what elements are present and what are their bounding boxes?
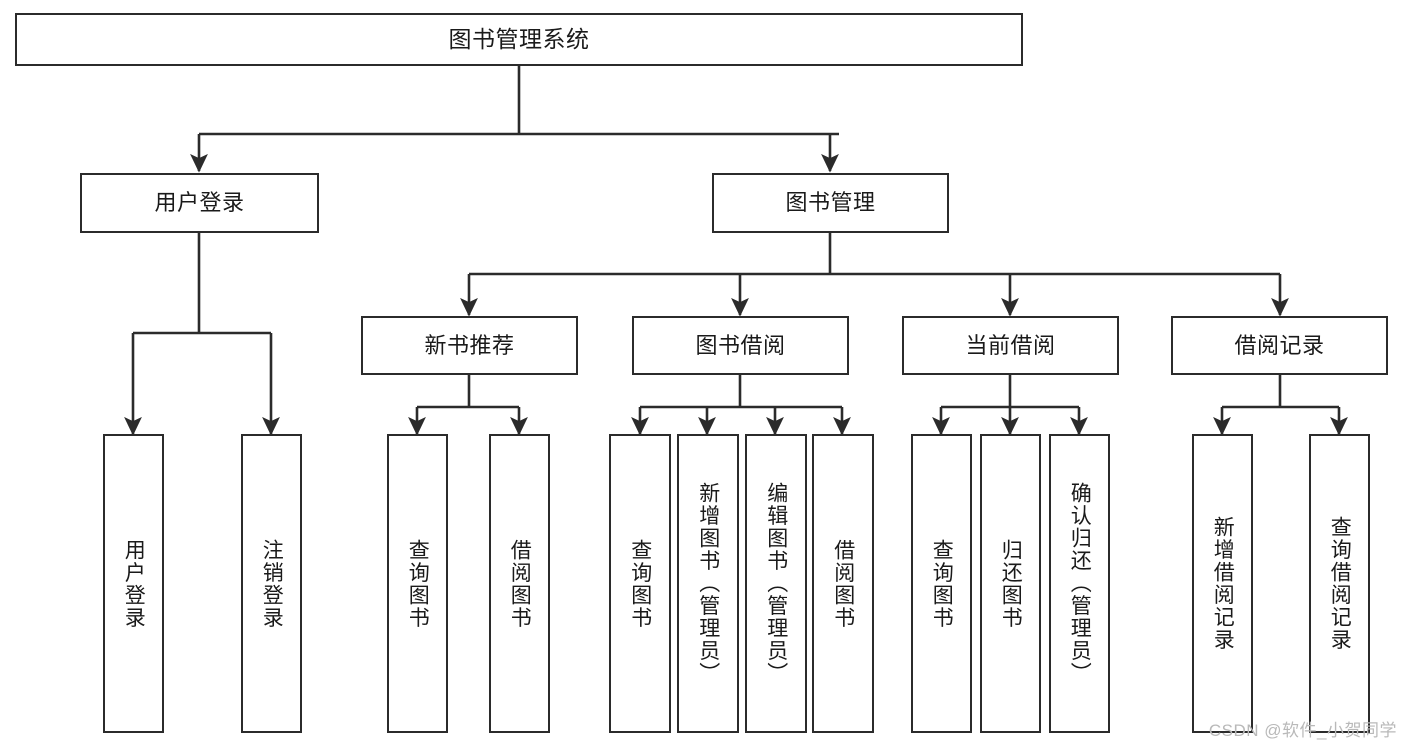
node-user-login[interactable]: 用户登录 <box>80 173 319 233</box>
node-current-borrow-label: 当前借阅 <box>965 332 1056 358</box>
node-new-book-recommend[interactable]: 新书推荐 <box>361 316 578 375</box>
node-leaf-query-book-2[interactable]: 查询图书 <box>609 434 671 733</box>
node-leaf-query-book-2-label: 查询图书 <box>628 538 652 629</box>
node-borrow-record[interactable]: 借阅记录 <box>1171 316 1388 375</box>
node-leaf-edit-book-label: 编辑图书（管理员） <box>764 482 788 685</box>
node-leaf-add-book[interactable]: 新增图书（管理员） <box>677 434 739 733</box>
node-user-login-label: 用户登录 <box>154 190 245 216</box>
node-leaf-query-book-1[interactable]: 查询图书 <box>387 434 448 733</box>
node-leaf-borrow-book-1[interactable]: 借阅图书 <box>489 434 550 733</box>
node-book-borrow[interactable]: 图书借阅 <box>632 316 849 375</box>
node-leaf-confirm-return[interactable]: 确认归还（管理员） <box>1049 434 1110 733</box>
node-leaf-add-record[interactable]: 新增借阅记录 <box>1192 434 1253 733</box>
node-leaf-user-login[interactable]: 用户登录 <box>103 434 164 733</box>
node-leaf-logout[interactable]: 注销登录 <box>241 434 302 733</box>
node-current-borrow[interactable]: 当前借阅 <box>902 316 1119 375</box>
csdn-watermark: CSDN @软件_小贺同学 <box>1208 721 1397 740</box>
node-leaf-edit-book[interactable]: 编辑图书（管理员） <box>745 434 807 733</box>
node-book-management[interactable]: 图书管理 <box>712 173 949 233</box>
node-leaf-add-record-label: 新增借阅记录 <box>1211 516 1235 651</box>
node-leaf-borrow-book-1-label: 借阅图书 <box>508 538 532 629</box>
node-book-management-label: 图书管理 <box>785 190 876 216</box>
node-root[interactable]: 图书管理系统 <box>15 13 1023 66</box>
node-leaf-user-login-label: 用户登录 <box>122 538 146 629</box>
node-book-borrow-label: 图书借阅 <box>695 332 786 358</box>
node-leaf-confirm-return-label: 确认归还（管理员） <box>1068 482 1092 685</box>
node-leaf-query-book-3-label: 查询图书 <box>930 538 954 629</box>
node-new-book-recommend-label: 新书推荐 <box>424 332 515 358</box>
node-root-label: 图书管理系统 <box>448 25 590 52</box>
node-borrow-record-label: 借阅记录 <box>1234 332 1325 358</box>
node-leaf-query-book-1-label: 查询图书 <box>406 538 430 629</box>
node-leaf-query-book-3[interactable]: 查询图书 <box>911 434 972 733</box>
node-leaf-query-record-label: 查询借阅记录 <box>1328 516 1352 651</box>
node-leaf-add-book-label: 新增图书（管理员） <box>696 482 720 685</box>
node-leaf-return-book-label: 归还图书 <box>999 538 1023 629</box>
node-leaf-borrow-book-2[interactable]: 借阅图书 <box>812 434 874 733</box>
node-leaf-return-book[interactable]: 归还图书 <box>980 434 1041 733</box>
node-leaf-logout-label: 注销登录 <box>260 538 284 629</box>
node-leaf-borrow-book-2-label: 借阅图书 <box>831 538 855 629</box>
node-leaf-query-record[interactable]: 查询借阅记录 <box>1309 434 1370 733</box>
